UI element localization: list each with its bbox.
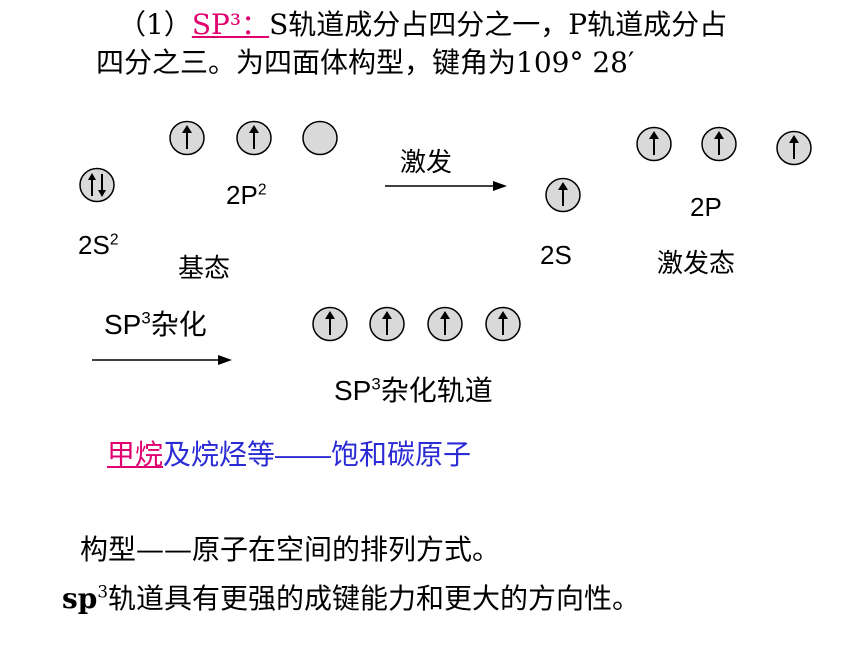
- orbital-excited-2s: [545, 177, 581, 213]
- label-sp3-orbital-sup: 3: [371, 374, 381, 394]
- orbital-sp3-1: [312, 306, 348, 342]
- label-hybridization-rest: 杂化: [150, 309, 207, 340]
- label-ground-state: 基态: [178, 253, 231, 283]
- heading-line1-rest: S轨道成分占四分之一，P轨道成分占: [269, 8, 728, 41]
- sp3-link[interactable]: SP³：: [191, 8, 270, 41]
- hybridization-arrow: [92, 355, 232, 365]
- label-ground-2p-sup: 2: [257, 181, 267, 199]
- label-excited-state: 激发态: [657, 248, 736, 278]
- orbital-excited-2p-3: [776, 130, 812, 166]
- note-configuration: 构型——原子在空间的排列方式。: [80, 533, 501, 566]
- label-ground-2s-sup: 2: [109, 231, 119, 249]
- note-sp3-sup: 3: [97, 581, 109, 602]
- label-hybridization-main: SP: [104, 309, 142, 340]
- note-sp3-direction: sp3轨道具有更强的成键能力和更大的方向性。: [62, 582, 640, 616]
- orbital-ground-2p-3-empty: [302, 120, 338, 156]
- orbital-excited-2p-1: [636, 126, 672, 162]
- label-ground-2s-text: 2S: [78, 230, 110, 260]
- label-hybridization-sup: 3: [141, 308, 151, 328]
- orbital-ground-2s-paired: [79, 167, 115, 203]
- orbital-sp3-4: [485, 306, 521, 342]
- note-sp3-prefix: sp: [62, 582, 98, 615]
- heading-line-2: 四分之三。为四面体构型，键角为109° 28′: [96, 46, 635, 79]
- label-excited-2s: 2S: [540, 240, 572, 270]
- orbital-sp3-2: [369, 306, 405, 342]
- label-ground-2p-text: 2P: [226, 180, 258, 210]
- orbital-ground-2p-2: [236, 120, 272, 156]
- label-ground-2p: 2P2: [226, 180, 267, 210]
- heading-line-1: （1）SP³：S轨道成分占四分之一，P轨道成分占: [118, 8, 727, 42]
- label-excite: 激发: [400, 147, 453, 177]
- excite-arrow: [385, 181, 507, 191]
- orbital-ground-2p-1: [169, 120, 205, 156]
- examples-rest: 及烷烃等——饱和碳原子: [163, 439, 472, 470]
- note-sp3-rest: 轨道具有更强的成键能力和更大的方向性。: [108, 582, 641, 615]
- orbital-sp3-3: [427, 306, 463, 342]
- heading-prefix: （1）: [118, 8, 192, 41]
- label-hybridization: SP3杂化: [104, 308, 207, 342]
- label-ground-2s: 2S2: [78, 230, 119, 260]
- methane-link[interactable]: 甲烷: [107, 439, 164, 470]
- examples-line: 甲烷及烷烃等——饱和碳原子: [107, 438, 471, 472]
- label-sp3-orbital: SP3杂化轨道: [334, 374, 493, 408]
- label-sp3-orbital-main: SP: [334, 375, 372, 406]
- label-sp3-orbital-rest: 杂化轨道: [380, 375, 493, 406]
- label-excited-2p: 2P: [690, 192, 722, 222]
- orbital-excited-2p-2: [701, 126, 737, 162]
